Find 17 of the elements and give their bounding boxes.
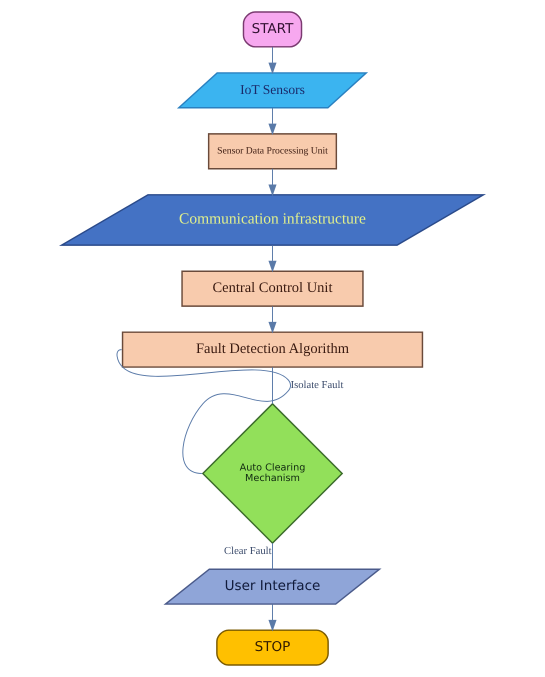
arrow — [268, 604, 277, 632]
node-box: Central Control Unit — [181, 270, 364, 307]
connector — [272, 366, 273, 404]
edge-label: Isolate Fault — [290, 380, 344, 392]
node-box: STOP — [216, 629, 329, 666]
edge-label: Clear Fault — [224, 546, 272, 558]
node-box: Fault Detection Algorithm — [122, 331, 424, 368]
arrow — [268, 46, 277, 74]
node-diamond: Auto Clearing Mechanism — [202, 402, 344, 544]
arrow — [268, 306, 277, 334]
connector — [272, 542, 273, 570]
arrow — [268, 168, 277, 196]
arrow — [268, 244, 277, 272]
arrow — [268, 108, 277, 136]
connector — [116, 349, 292, 474]
node-box: START — [242, 11, 302, 48]
node-box: Sensor Data Processing Unit — [208, 133, 338, 170]
